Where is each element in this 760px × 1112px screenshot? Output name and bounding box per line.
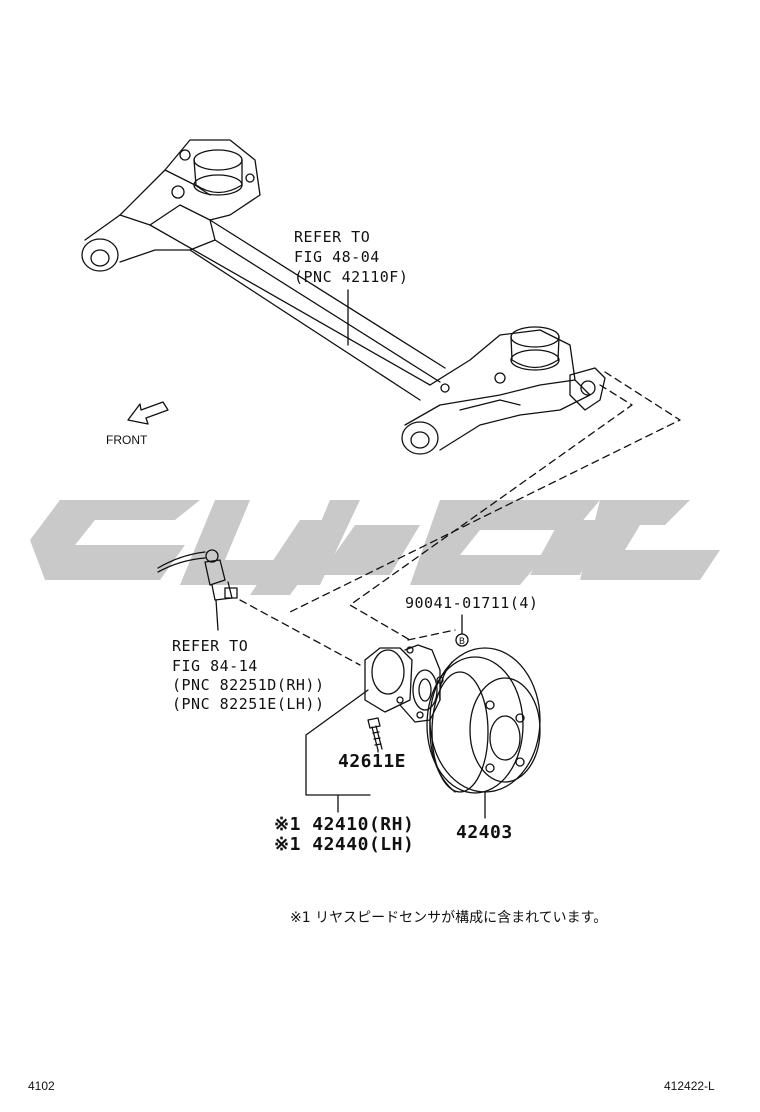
refer-beam-line2: FIG 48-04 — [294, 248, 380, 266]
hub-bearing — [364, 644, 444, 723]
footer-right-code: 412422-L — [664, 1079, 715, 1093]
refer-beam-line1: REFER TO — [294, 228, 371, 246]
front-arrow-icon — [127, 401, 169, 425]
watermark-logo — [30, 500, 720, 595]
refer-sensor-line1: REFER TO — [172, 637, 249, 655]
front-label: FRONT — [106, 433, 148, 447]
hub-leader — [305, 689, 371, 813]
refer-sensor-line2: FIG 84-14 — [172, 657, 258, 675]
brake-drum — [426, 647, 541, 794]
axle-beam — [81, 139, 606, 455]
hub-lh-part-number: ※1 42440(LH) — [274, 834, 415, 855]
bolt-marker-letter: B — [459, 637, 465, 647]
assembly-lines — [239, 371, 681, 666]
refer-beam-line3: (PNC 42110F) — [294, 268, 409, 286]
footer-left-code: 4102 — [28, 1079, 55, 1093]
stud-part-number: 42611E — [338, 751, 407, 772]
speed-sensor — [157, 549, 238, 631]
footnote: ※1 リヤスピードセンサが構成に含まれています。 — [290, 910, 608, 926]
drum-part-number: 42403 — [456, 822, 513, 843]
refer-sensor-line3: (PNC 82251D(RH)) — [172, 676, 325, 694]
refer-sensor-line4: (PNC 82251E(LH)) — [172, 695, 325, 713]
hub-rh-part-number: ※1 42410(RH) — [274, 814, 415, 835]
bolt-part-number: 90041-01711(4) — [405, 594, 539, 612]
hub-stud — [367, 717, 383, 751]
